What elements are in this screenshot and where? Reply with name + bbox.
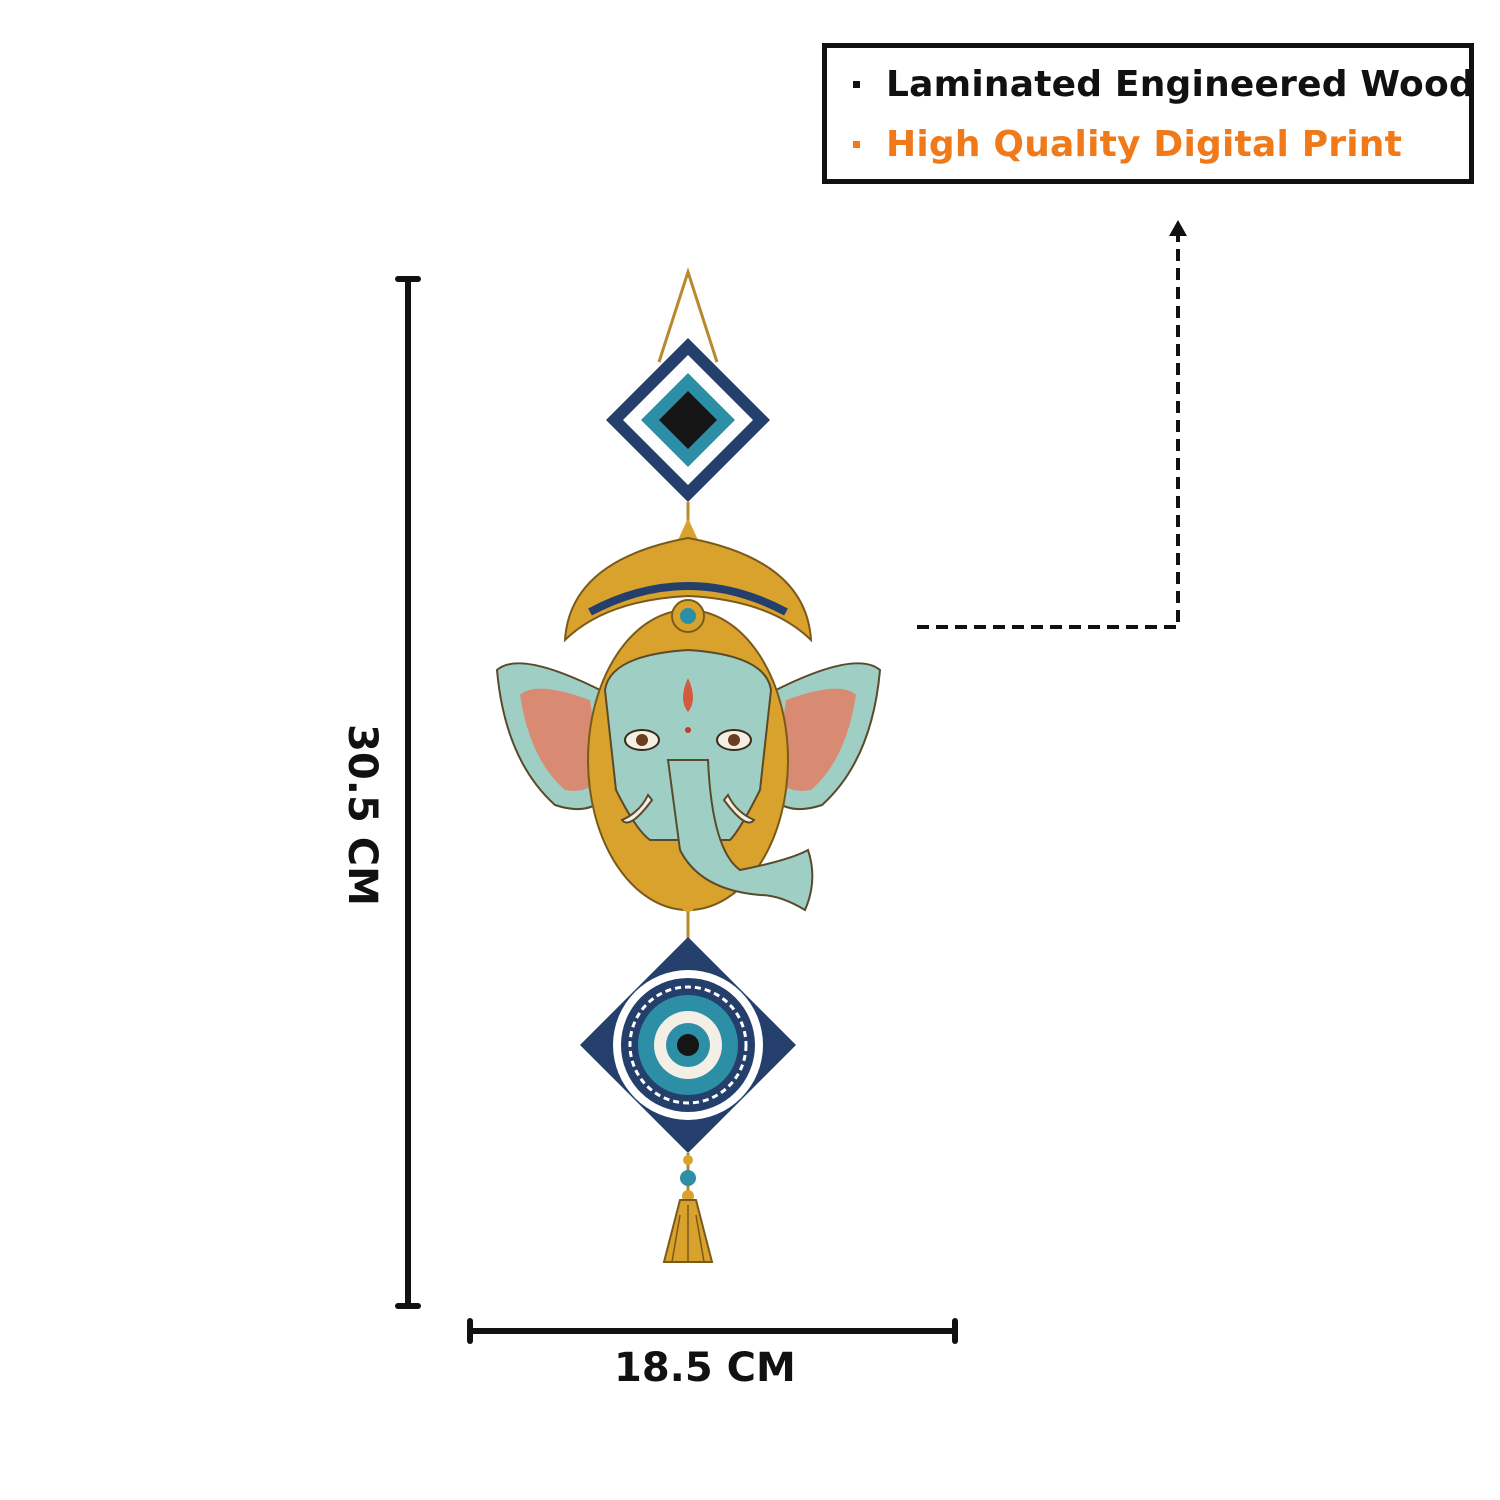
ganesha-head-icon [495, 536, 882, 912]
evil-eye-round-icon [580, 937, 796, 1153]
tassel-icon [662, 1153, 714, 1263]
hanging-cord [657, 267, 719, 363]
feature-label: Laminated Engineered Wood [886, 64, 1475, 105]
arrow-head-icon [1169, 220, 1187, 236]
height-dimension-line [395, 276, 421, 1309]
feature-label: High Quality Digital Print [886, 124, 1403, 165]
feature-item: Laminated Engineered Wood [853, 64, 1475, 105]
bead-icon [681, 898, 695, 912]
bullet-icon [853, 81, 860, 88]
bullet-icon [853, 141, 860, 148]
feature-item: High Quality Digital Print [853, 124, 1402, 165]
evil-eye-diamond-icon [606, 338, 770, 502]
height-label: 30.5 CM [339, 724, 385, 906]
finial-icon [678, 518, 698, 540]
width-label: 18.5 CM [614, 1345, 796, 1391]
pointer-arrow [917, 232, 1180, 629]
features-box: Laminated Engineered Wood High Quality D… [822, 43, 1475, 184]
width-dimension-line [467, 1318, 958, 1344]
